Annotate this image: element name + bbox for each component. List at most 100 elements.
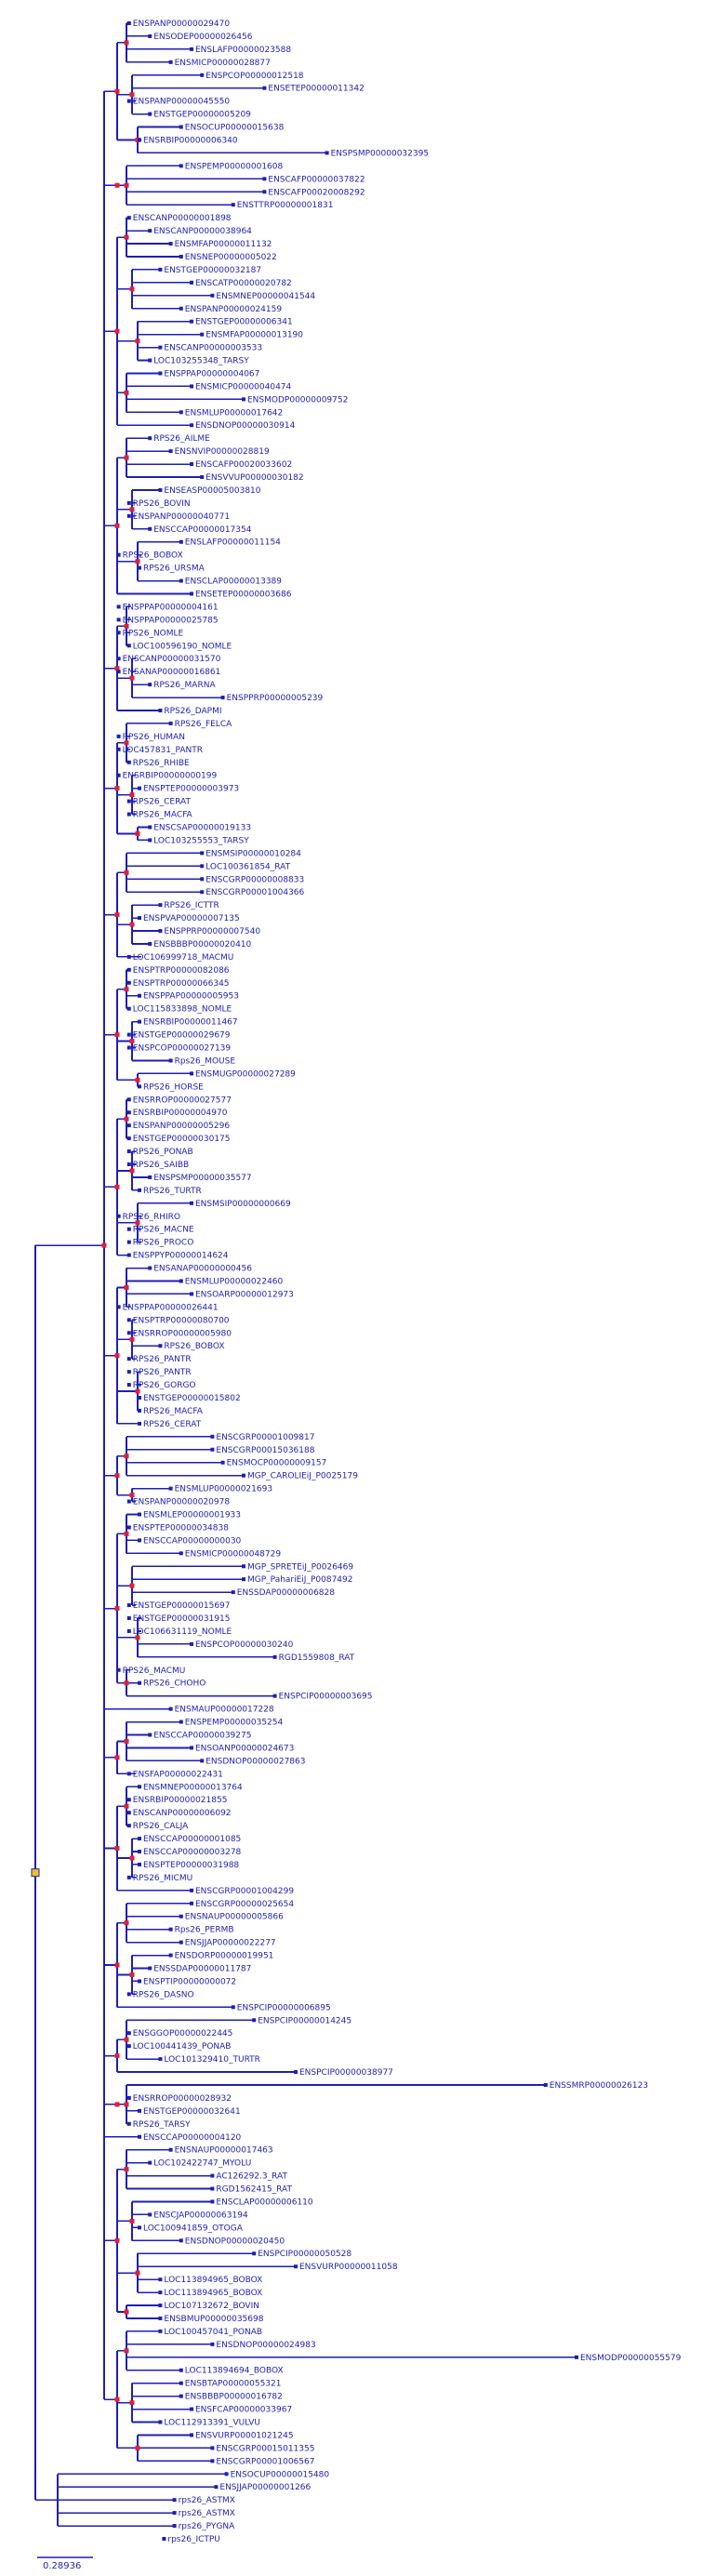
- leaf-node: [148, 1175, 152, 1179]
- leaf-node: [158, 708, 163, 712]
- leaf-node: [168, 2147, 173, 2152]
- internal-node: [124, 1284, 129, 1290]
- leaf-node: [190, 1641, 193, 1646]
- leaf-node: [190, 1901, 193, 1905]
- internal-node: [114, 1473, 120, 1479]
- leaf-node: [138, 1680, 141, 1685]
- leaf-node: [172, 2511, 177, 2516]
- leaf-label: RPS26_RHIRO: [123, 1213, 180, 1222]
- scale-bar: 0.28936: [37, 2556, 93, 2571]
- internal-node: [135, 1077, 140, 1082]
- leaf-node: [126, 980, 131, 985]
- leaf-node: [242, 397, 245, 402]
- internal-node: [129, 1336, 135, 1342]
- leaf-label: RPS26_URSMA: [143, 564, 206, 574]
- leaf-node: [224, 2472, 229, 2476]
- leaf-node: [126, 967, 131, 972]
- leaf-node: [126, 99, 131, 103]
- leaf-label: ENSMICP00000040474: [195, 382, 292, 392]
- leaf-node: [126, 1370, 131, 1374]
- leaf-node: [200, 877, 205, 882]
- internal-node: [129, 1039, 135, 1044]
- leaf-label: RPS26_DAPMI: [164, 707, 221, 716]
- leaf-node: [138, 1538, 141, 1543]
- leaf-label: rps26_ASTMX: [179, 2509, 235, 2518]
- leaf-node: [148, 436, 152, 441]
- leaf-node: [126, 1240, 131, 1244]
- leaf-label: ENSRBIP00000000199: [123, 772, 218, 781]
- leaf-node: [138, 2225, 141, 2230]
- leaf-label: ENSCAFP00020033602: [195, 460, 292, 470]
- leaf-label: ENSRROP00000028932: [133, 2094, 232, 2104]
- leaf-label: ENSTGEP00000006341: [195, 318, 293, 327]
- leaf-label: ENSPTIP00000000072: [143, 1977, 236, 1986]
- leaf-node: [220, 1460, 225, 1465]
- leaf-label: LOC107132672_BOVIN: [164, 2302, 259, 2311]
- leaf-node: [325, 151, 329, 155]
- leaf-label: ENSCGRP00001004299: [195, 1887, 294, 1896]
- leaf-label: RPS26_PANTR: [133, 1355, 192, 1364]
- internal-node: [135, 1220, 140, 1226]
- leaf-label: RPS26_TURTR: [143, 1187, 202, 1196]
- internal-node: [114, 912, 120, 918]
- internal-node: [124, 1531, 129, 1536]
- leaf-node: [262, 177, 267, 181]
- leaf-node: [179, 306, 183, 311]
- leaf-node: [575, 2355, 578, 2359]
- leaf-node: [126, 1824, 131, 1828]
- leaf-node: [158, 2277, 163, 2282]
- leaf-label: ENSMLEP00000001933: [143, 1510, 241, 1520]
- internal-node: [124, 182, 129, 188]
- leaf-node: [138, 2108, 141, 2113]
- leaf-label: ENSRROP00000005980: [133, 1329, 232, 1338]
- leaf-label: ENSMNEP00000041544: [216, 292, 315, 301]
- leaf-node: [179, 410, 183, 415]
- leaf-node: [116, 1214, 121, 1218]
- leaf-label: LOC106631119_NOMLE: [133, 1627, 232, 1637]
- leaf-node: [126, 513, 131, 518]
- leaf-label: ENSTGEP00000015802: [143, 1394, 241, 1403]
- leaf-label: ENSPTEP00000031988: [143, 1861, 239, 1870]
- leaf-label: ENSVURP00000011058: [299, 2263, 398, 2272]
- leaf-node: [179, 2394, 183, 2398]
- leaf-node: [158, 2329, 163, 2333]
- leaf-node: [126, 216, 131, 220]
- leaf-node: [116, 604, 121, 609]
- internal-node: [114, 1353, 120, 1359]
- internal-node: [114, 2397, 120, 2402]
- leaf-label: ENSPCOP00000012518: [206, 72, 304, 81]
- leaf-node: [138, 916, 141, 921]
- leaf-node: [231, 1590, 235, 1595]
- internal-node: [129, 1855, 135, 1861]
- leaf-node: [158, 2057, 163, 2062]
- leaf-label: ENSCSAP00000019133: [153, 823, 251, 832]
- leaf-label: RPS26_MACFA: [133, 811, 193, 820]
- internal-node: [114, 88, 120, 94]
- leaf-node: [126, 1006, 131, 1011]
- internal-node: [124, 740, 129, 746]
- leaf-node: [138, 1395, 141, 1400]
- leaf-node: [220, 696, 225, 700]
- leaf-label: ENSPANP00000024159: [185, 305, 283, 314]
- leaf-label: ENSMICP00000048729: [185, 1549, 282, 1559]
- leaf-node: [116, 747, 121, 751]
- leaf-label: ENSDNOP00000024983: [216, 2341, 315, 2350]
- leaf-label: ENSPANP00000040771: [133, 512, 230, 522]
- internal-node: [129, 92, 135, 98]
- leaf-label: ENSMICP00000028877: [175, 59, 271, 68]
- leaf-node: [190, 280, 193, 285]
- leaf-label: ENSCAFP00000037822: [268, 175, 365, 184]
- internal-node: [135, 2445, 140, 2450]
- leaf-node: [126, 1136, 131, 1141]
- leaf-label: ENSNAUP00000017463: [175, 2146, 273, 2156]
- internal-node: [114, 1846, 120, 1852]
- leaf-node: [190, 46, 193, 51]
- leaf-node: [210, 1434, 215, 1439]
- leaf-node: [210, 2342, 215, 2346]
- leaf-node: [126, 1123, 131, 1128]
- leaf-node: [148, 683, 152, 687]
- leaf-node: [179, 539, 183, 544]
- leaf-node: [294, 2070, 298, 2075]
- leaf-label: ENSCGRP00001009817: [216, 1433, 314, 1442]
- leaf-node: [242, 1473, 245, 1478]
